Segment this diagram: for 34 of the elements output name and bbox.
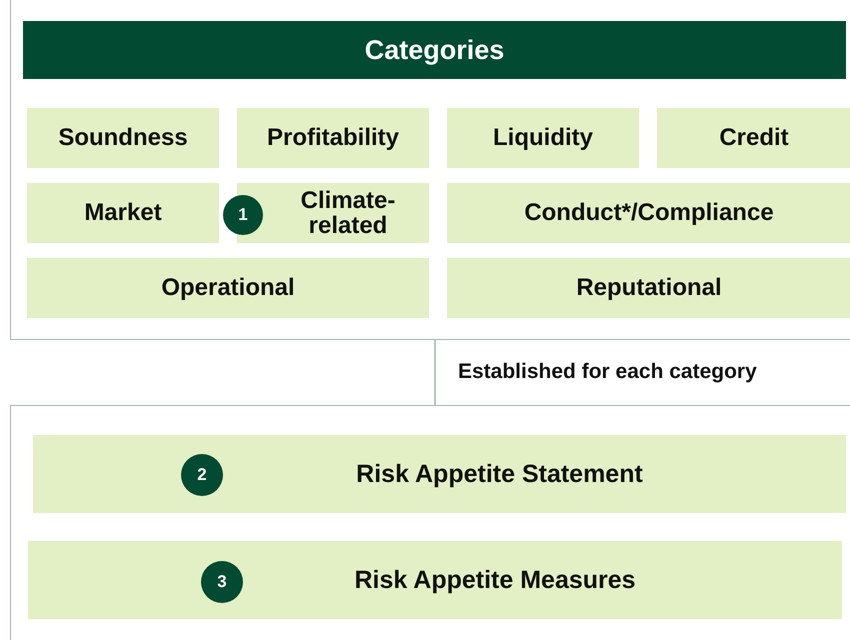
category-box xyxy=(27,258,429,318)
label-text: Credit xyxy=(719,125,789,151)
category-box xyxy=(27,183,219,243)
label-text: Liquidity xyxy=(493,125,593,151)
label-text: Conduct*/Compliance xyxy=(524,200,774,226)
category-box xyxy=(27,108,219,168)
label-text: Soundness xyxy=(58,125,188,151)
category-box xyxy=(657,108,850,168)
label-text: Risk Appetite Measures xyxy=(354,566,636,594)
category-box xyxy=(447,258,850,318)
badge-number: 2 xyxy=(197,466,207,484)
edge-label: Established for each category xyxy=(458,360,757,384)
panel-box xyxy=(10,0,850,340)
header-bar xyxy=(23,21,846,79)
label-text: Profitability xyxy=(266,125,399,151)
category-box xyxy=(447,108,639,168)
badge-number: 3 xyxy=(217,573,227,591)
label-text: Reputational xyxy=(576,275,722,301)
category-box xyxy=(447,183,850,243)
label-text: Categories xyxy=(364,34,504,66)
label-text: Operational xyxy=(161,275,295,301)
label-text: Market xyxy=(84,200,162,226)
number-badge xyxy=(181,454,223,496)
number-badge xyxy=(201,561,243,603)
number-badge xyxy=(223,195,263,235)
category-box xyxy=(237,183,429,243)
label-text: Climate- related xyxy=(300,188,396,238)
connector-line xyxy=(434,340,436,405)
category-box xyxy=(28,541,842,619)
panel-box xyxy=(10,405,850,640)
badge-number: 1 xyxy=(238,205,248,225)
category-box xyxy=(33,435,846,513)
label-text: Risk Appetite Statement xyxy=(356,460,643,488)
category-box xyxy=(237,108,429,168)
